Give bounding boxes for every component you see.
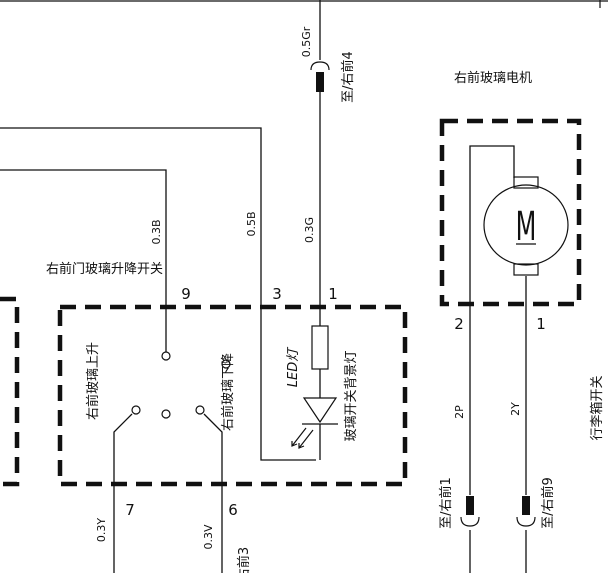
motor: M bbox=[483, 176, 569, 276]
wire-label-05B: 0.5B bbox=[245, 211, 258, 236]
motor-housing bbox=[483, 184, 569, 266]
wire-pin-6 bbox=[203, 413, 223, 573]
wire-motor-2 bbox=[469, 145, 515, 495]
label-right-side: 行李箱开关 bbox=[589, 375, 605, 440]
pin-6: 6 bbox=[228, 501, 238, 519]
connector-top-cap bbox=[310, 61, 330, 71]
connector-bl-cap bbox=[460, 516, 480, 527]
label-down: 右前玻璃下降 bbox=[220, 353, 236, 431]
pin-7: 7 bbox=[125, 501, 135, 519]
contact-6 bbox=[195, 405, 205, 415]
switch-box bbox=[57, 304, 408, 487]
wire-label-03B: 0.3B bbox=[150, 219, 163, 244]
motor-box bbox=[439, 118, 582, 307]
pin-9: 9 bbox=[181, 285, 191, 303]
wire-label-03V: 0.3V bbox=[202, 524, 215, 549]
contact-9 bbox=[161, 351, 171, 361]
motor-pin-2: 2 bbox=[454, 315, 464, 333]
pin-3: 3 bbox=[272, 285, 282, 303]
contact-7 bbox=[131, 405, 141, 415]
connector-label-bottom-mid: 右前3 bbox=[236, 547, 252, 573]
contact-common bbox=[161, 409, 171, 419]
pin-1: 1 bbox=[328, 285, 338, 303]
wire-label-2P: 2P bbox=[453, 405, 466, 419]
led-ray-2 bbox=[298, 429, 314, 449]
wire-pin-9 bbox=[0, 169, 167, 352]
led-diode bbox=[302, 397, 338, 424]
wire-pin-7 bbox=[113, 413, 133, 573]
motor-brush-bottom bbox=[513, 263, 539, 276]
motor-glyph: M bbox=[516, 202, 537, 249]
connector-top-pin bbox=[316, 72, 324, 92]
wire-label-03Y: 0.3Y bbox=[95, 518, 108, 542]
connectors bbox=[310, 61, 536, 527]
left-partial-box bbox=[0, 296, 20, 487]
led-ray-1 bbox=[291, 427, 307, 447]
wires bbox=[0, 0, 527, 573]
motor-title: 右前玻璃电机 bbox=[454, 70, 532, 86]
contact-down bbox=[221, 359, 231, 369]
wire-label-03G: 0.3G bbox=[303, 217, 316, 243]
label-up: 右前玻璃上升 bbox=[85, 342, 101, 420]
connector-label-br: 至/右前9 bbox=[540, 477, 556, 529]
connector-br-pin bbox=[522, 496, 530, 515]
connector-label-bl: 至/右前1 bbox=[438, 477, 454, 529]
switch-contacts bbox=[131, 351, 231, 419]
backlight-circuit bbox=[291, 325, 338, 449]
motor-pin-1: 1 bbox=[536, 315, 546, 333]
wire-label-2Y: 2Y bbox=[509, 402, 522, 416]
wire-pin-3 bbox=[0, 127, 316, 461]
label-led: LED灯 bbox=[286, 347, 301, 387]
motor-brush-top bbox=[513, 176, 539, 189]
component-boxes bbox=[0, 118, 582, 487]
connector-label-top: 至/右前4 bbox=[340, 51, 356, 103]
led-ray-1-head bbox=[291, 441, 298, 447]
connector-br-cap bbox=[516, 516, 536, 527]
wire-label-top: 0.5Gr bbox=[300, 26, 313, 57]
resistor bbox=[311, 325, 329, 370]
connector-bl-pin bbox=[466, 496, 474, 515]
switch-title: 右前门玻璃升降开关 bbox=[46, 261, 163, 277]
led-ray-2-head bbox=[298, 443, 305, 449]
label-backlight: 玻璃开关背景灯 bbox=[344, 350, 359, 441]
